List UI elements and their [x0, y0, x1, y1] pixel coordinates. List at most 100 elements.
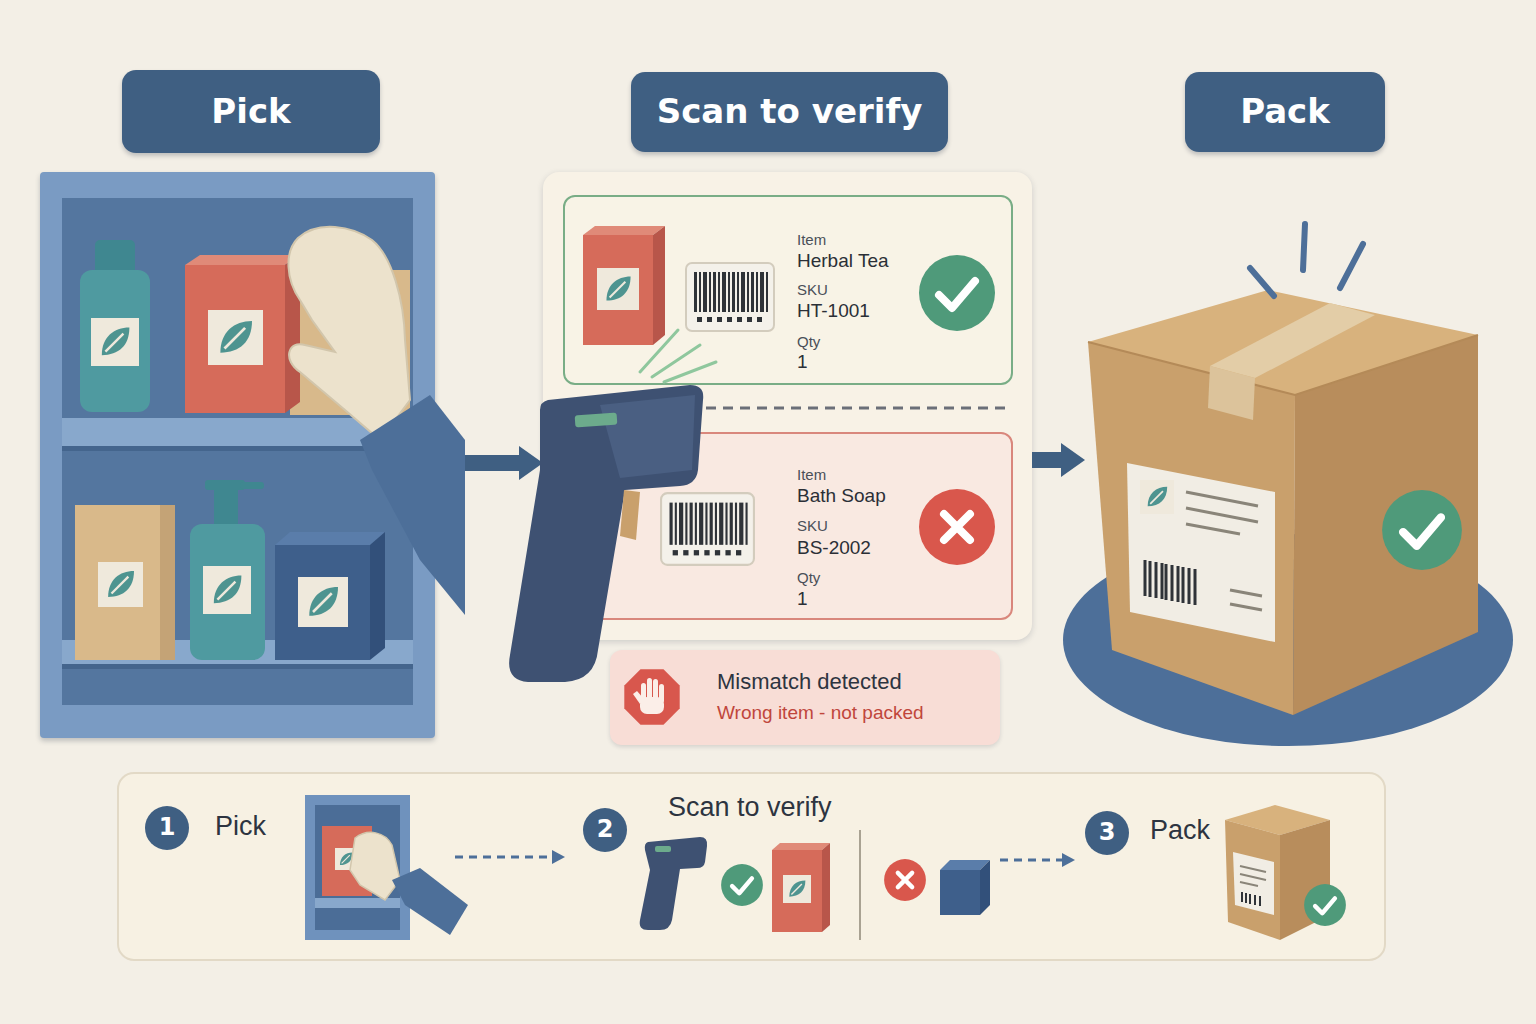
shelf-illustration-part: [275, 545, 370, 660]
step-icons-part: [305, 795, 410, 940]
step-icons-part: [1062, 853, 1075, 867]
package-shape-part: [1293, 335, 1478, 715]
step-icons-part: [552, 850, 565, 864]
arrow-head: [1061, 443, 1085, 477]
shelf-illustration-part: [370, 532, 385, 660]
shelf-illustration-part: [208, 310, 263, 365]
step-icons-part: [640, 837, 707, 930]
stop-icon-part: [633, 691, 644, 704]
stop-icon-part: [641, 683, 646, 703]
step-icons-part: [772, 850, 822, 932]
panel-icons-part: [919, 489, 995, 565]
burst-lines-part: [1250, 224, 1363, 296]
step-icons-part: [1000, 859, 1063, 862]
panel-icons-part: [597, 268, 639, 310]
arrow-head: [519, 446, 543, 480]
package-shape-part: [1140, 480, 1174, 514]
panel-icons-part: [583, 235, 653, 345]
stage-heading: Pick: [122, 70, 380, 153]
field-label: Qty: [797, 569, 997, 586]
field-value: 1: [797, 588, 997, 610]
step-icons-part: [455, 856, 553, 859]
step-icons-part: [1304, 884, 1346, 926]
shelf-illustration-part: [185, 255, 300, 265]
step-icons-part: [655, 846, 671, 852]
shelf-illustration-part: [360, 395, 465, 615]
barcode-scanner-part: [640, 330, 716, 382]
package-shape-part: [1145, 560, 1195, 605]
package-shape-part: [1382, 490, 1462, 570]
shelf-panel: Pick: [40, 172, 435, 738]
shelf-illustration-part: [190, 524, 265, 660]
panel-icons: [570, 226, 1005, 565]
alert-title: Mismatch detected: [717, 669, 987, 694]
panel-icons-part: [661, 493, 754, 565]
step-circle: 3Pack: [1085, 811, 1129, 855]
step-icons-part: [1240, 866, 1266, 886]
step-icons-part: [721, 864, 763, 906]
step-icons-part: [980, 860, 990, 915]
panel-icons-part: [583, 226, 665, 235]
step-label: Pick: [215, 811, 335, 842]
package-shape-part: [1230, 590, 1262, 610]
step-icons-part: [1225, 805, 1330, 835]
match-panel: ItemHerbal TeaSKUHT-1001Qty1: [563, 195, 1013, 385]
shelf-illustration-part: [98, 562, 143, 607]
shelf-illustration-part: [214, 488, 238, 528]
shelf-illustration-part: [288, 227, 410, 440]
shelf-illustration-part: [80, 270, 150, 412]
shelf-illustration-part: [62, 640, 413, 666]
step-icons-part: [783, 875, 811, 903]
package-shape-part: [1127, 463, 1275, 642]
shelf-illustration-part: [91, 318, 139, 366]
shelf-illustration-part: [275, 532, 385, 545]
step-icons-part: [322, 826, 372, 896]
step-icons-part: [315, 898, 400, 908]
panel-icons-part: [686, 263, 774, 331]
step-icons-part: [1233, 852, 1274, 915]
shelf-illustration-part: [203, 566, 251, 614]
step-label: Pack: [1150, 815, 1270, 846]
callout-number: 2: [583, 808, 627, 852]
stage-heading: Scan to verify: [631, 72, 948, 152]
stop-icon-part: [653, 679, 658, 702]
barcode-scanner-part: [600, 395, 695, 478]
field-label: SKU: [797, 281, 997, 298]
stage-heading: Pack: [1185, 72, 1385, 152]
package-shape: [1088, 290, 1478, 715]
stop-icon-part: [647, 678, 652, 702]
steps-band-part: [118, 773, 1385, 960]
barcode-scanner-part: [509, 385, 703, 682]
barcode-scanner-part: [575, 413, 618, 428]
package-shape-part: [1208, 366, 1255, 420]
stop-icon: [624, 669, 679, 724]
shelf-illustration-part: [285, 255, 300, 413]
arrow-shaft: [1032, 452, 1062, 468]
field-label: Item: [797, 231, 997, 248]
step-icons-part: [940, 870, 980, 915]
step-icons-part: [940, 860, 990, 870]
step-icons-part: [1242, 892, 1260, 906]
stop-icon-part: [640, 697, 664, 714]
step-icons: [305, 795, 1346, 940]
shelf-illustration-part: [62, 664, 413, 669]
alert-box: Mismatch detectedWrong item - not packed: [610, 650, 1000, 745]
step-circle: 1Pick: [145, 806, 189, 850]
shelf-illustration-part: [185, 265, 285, 413]
shelf-illustration-part: [205, 480, 245, 490]
field-label: Item: [797, 466, 997, 483]
shelf-illustration-part: [298, 577, 348, 627]
barcode-scanner: [509, 330, 716, 682]
scan-card: Scan to verifyItemHerbal TeaSKUHT-1001Qt…: [543, 172, 1032, 640]
package-art: [1085, 280, 1480, 720]
step-icons-part: [392, 868, 468, 935]
package-shape-part: [1210, 303, 1375, 378]
field-value: 1: [797, 351, 997, 373]
step-icons-part: [1280, 820, 1330, 940]
package-shape-part: [1088, 342, 1295, 715]
field-value: Bath Soap: [797, 485, 997, 507]
stop-icon-part: [624, 669, 679, 724]
shelf-illustration-part: [62, 446, 413, 451]
field-label: SKU: [797, 517, 997, 534]
